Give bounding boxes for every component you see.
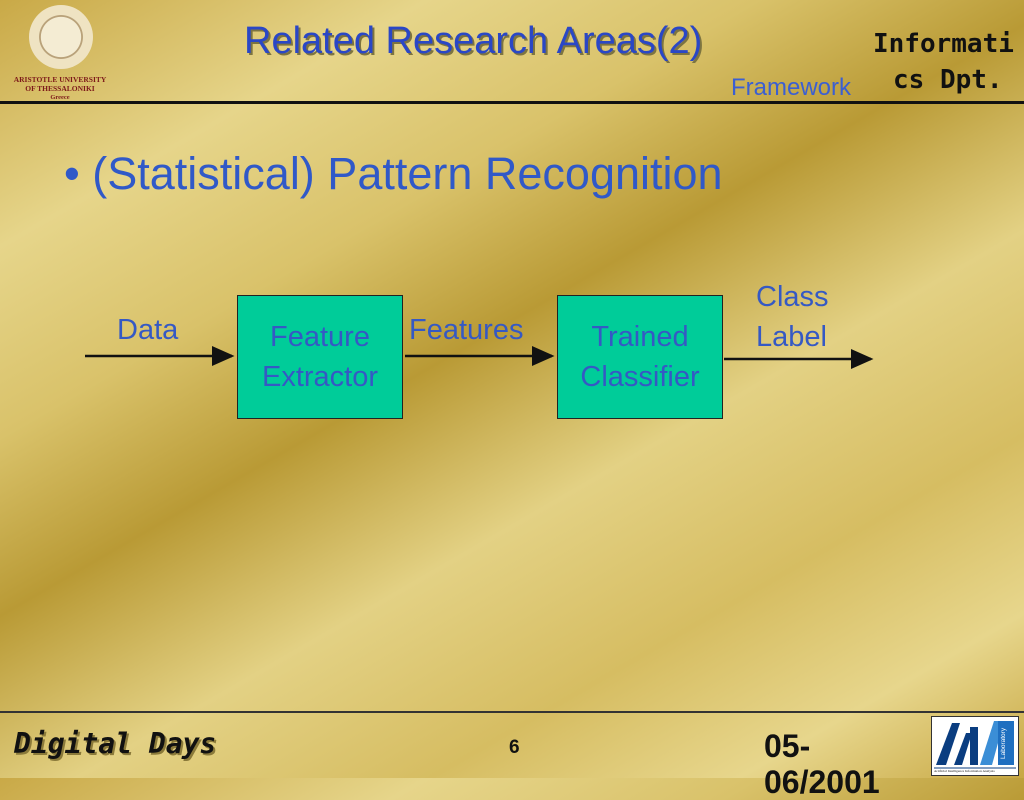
lab-logo-text: Laboratory	[1000, 727, 1007, 759]
footer-date: 05- 06/2001	[764, 728, 880, 800]
lab-logo-caption: Artificial Intelligence Information Anal…	[934, 769, 995, 773]
lab-logo: Laboratory Artificial Intelligence Infor…	[931, 716, 1019, 776]
class-label-text: Class Label	[756, 281, 829, 353]
page-number: 6	[509, 737, 520, 758]
slide-subtitle: Framework	[731, 74, 852, 101]
university-name: ARISTOTLE UNIVERSITY OF THESSALONIKI Gre…	[13, 75, 107, 101]
header-divider	[0, 101, 1024, 104]
features-label: Features	[409, 314, 524, 346]
footer-divider	[0, 711, 1024, 713]
feature-extractor-box: Feature Extractor	[237, 295, 403, 419]
bullet-item: • (Statistical) Pattern Recognition	[64, 148, 723, 199]
aiia-logo-icon	[934, 721, 1016, 769]
trained-classifier-box: Trained Classifier	[557, 295, 723, 419]
data-label: Data	[117, 314, 179, 346]
footer-event-name: Digital Days	[14, 727, 217, 760]
slide-title: Related Research Areas(2)	[244, 20, 703, 62]
pipeline-arrows	[85, 346, 874, 369]
university-seal-logo	[29, 5, 93, 69]
department-label: Informati cs Dpt.	[873, 29, 1014, 95]
